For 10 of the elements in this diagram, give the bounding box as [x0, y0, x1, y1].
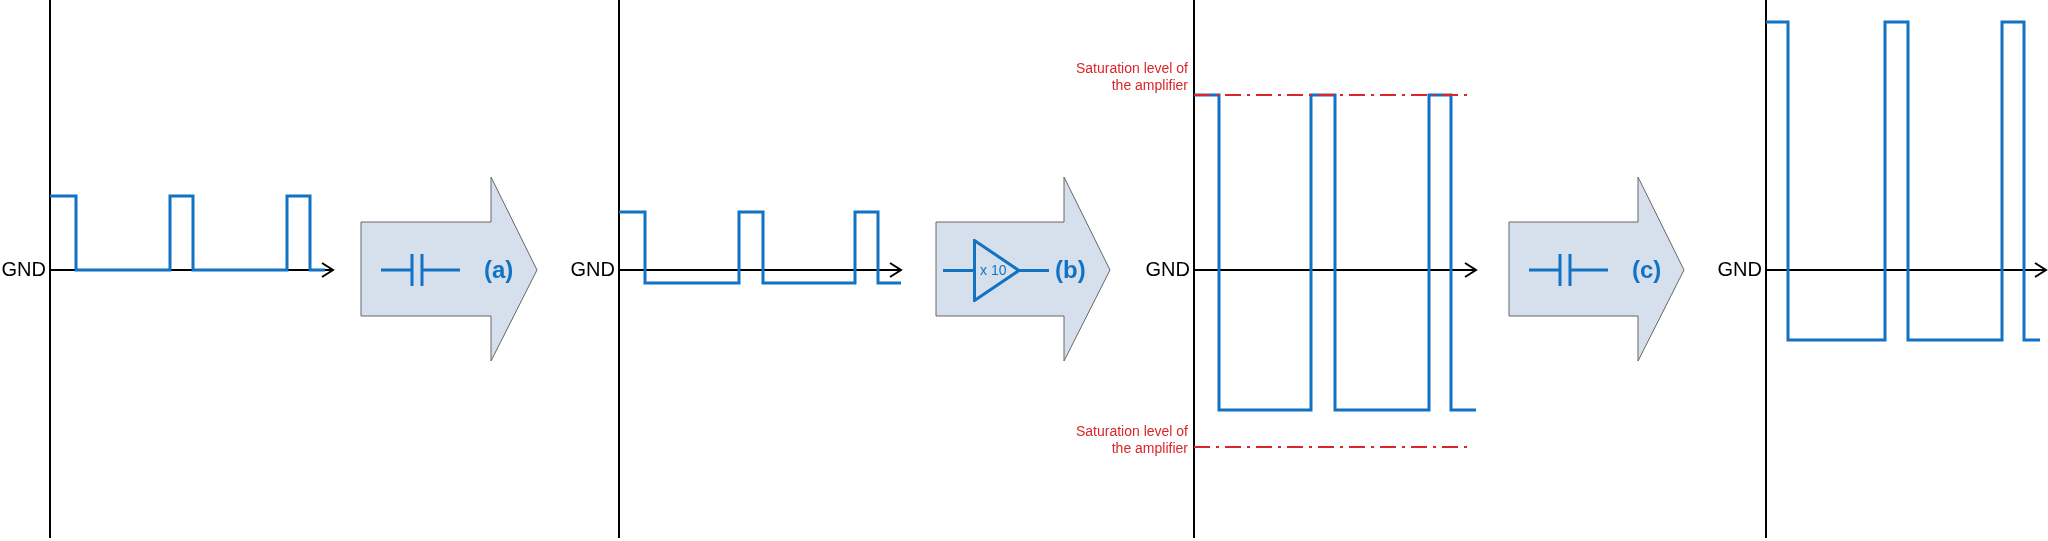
step-label: (c) [1632, 256, 1662, 284]
saturation-note: Saturation level of the amplifier [1074, 60, 1188, 94]
ground-label: GND [1717, 257, 1762, 281]
step-label: (b) [1055, 256, 1086, 284]
gain-label: x 10 [980, 262, 1007, 278]
ground-label: GND [1145, 257, 1190, 281]
ground-label: GND [570, 257, 615, 281]
saturation-note: Saturation level of the amplifier [1074, 423, 1188, 457]
ground-label: GND [1, 257, 46, 281]
step-label: (a) [484, 256, 514, 284]
